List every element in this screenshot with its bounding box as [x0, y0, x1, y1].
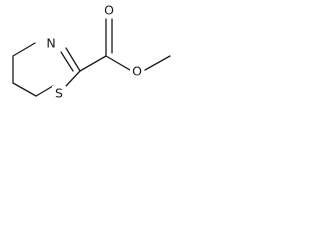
bond-s-c2	[65, 70, 81, 87]
bond-c2-n	[65, 47, 81, 72]
ester-bonds	[79, 18, 171, 72]
atom-labels: N S O O	[44, 3, 144, 101]
bond-c2-n-inner	[60, 51, 74, 72]
atom-label-s: S	[55, 86, 63, 101]
bond-c6-s	[35, 85, 54, 97]
bond-c-oester	[105, 55, 131, 71]
atom-label-o-carbonyl: O	[104, 3, 114, 18]
bond-c2-ccarbonyl	[79, 55, 107, 72]
atom-label-o-ester: O	[132, 64, 142, 79]
bond-n-c4	[12, 42, 36, 57]
ring-bonds	[12, 42, 81, 97]
atom-label-n: N	[46, 36, 55, 51]
bond-oester-ch3	[144, 55, 171, 71]
molecule-structure: N S O O	[12, 3, 171, 101]
bond-c5-c6	[12, 82, 37, 97]
